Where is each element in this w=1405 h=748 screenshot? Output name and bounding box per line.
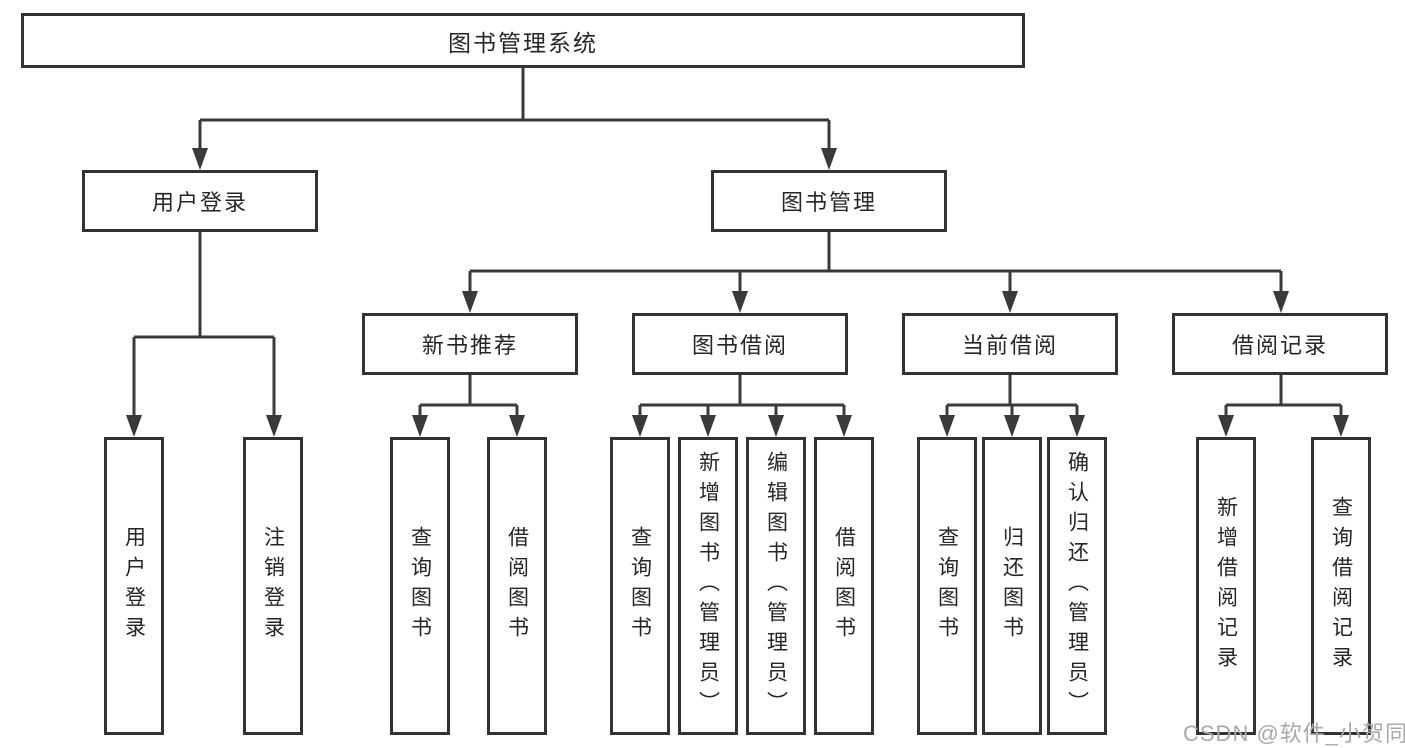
node-label: 确认归还（管理员） — [1065, 451, 1089, 721]
node-label: 新增借阅记录 — [1214, 496, 1238, 676]
node-logout-leaf: 注销登录 — [243, 437, 303, 735]
node-label: 注销登录 — [261, 526, 285, 646]
node-label: 归还图书 — [1000, 526, 1024, 646]
node-label: 图书管理 — [780, 190, 877, 215]
node-label: 查询借阅记录 — [1329, 496, 1353, 676]
node-query-borrow-record-leaf: 查询借阅记录 — [1311, 437, 1371, 735]
node-book-management-module: 图书管理 — [711, 170, 947, 232]
node-new-book-recommend: 新书推荐 — [362, 313, 578, 375]
node-label: 借阅记录 — [1231, 333, 1328, 358]
node-system-root: 图书管理系统 — [21, 13, 1025, 68]
node-edit-book-admin-leaf: 编辑图书（管理员） — [746, 437, 806, 735]
node-borrow-record: 借阅记录 — [1172, 313, 1388, 375]
node-label: 图书借阅 — [691, 333, 788, 358]
node-user-login-leaf: 用户登录 — [104, 437, 164, 735]
node-query-book-leaf-2: 查询图书 — [610, 437, 670, 735]
node-label: 图书管理系统 — [448, 29, 598, 56]
node-label: 查询图书 — [935, 526, 959, 646]
node-label: 新书推荐 — [421, 333, 518, 358]
node-label: 用户登录 — [122, 526, 146, 646]
node-borrow-book-leaf-2: 借阅图书 — [814, 437, 874, 735]
node-user-login-module: 用户登录 — [82, 170, 318, 232]
node-label: 用户登录 — [151, 190, 248, 215]
node-label: 借阅图书 — [505, 526, 529, 646]
node-label: 编辑图书（管理员） — [764, 451, 788, 721]
node-label: 查询图书 — [408, 526, 432, 646]
node-current-borrow: 当前借阅 — [902, 313, 1118, 375]
arrowheads — [126, 148, 1349, 437]
node-label: 查询图书 — [628, 526, 652, 646]
node-add-borrow-record-leaf: 新增借阅记录 — [1196, 437, 1256, 735]
node-query-book-leaf-1: 查询图书 — [390, 437, 450, 735]
node-label: 当前借阅 — [961, 333, 1058, 358]
node-query-book-leaf-3: 查询图书 — [917, 437, 977, 735]
node-label: 新增图书（管理员） — [696, 451, 720, 721]
node-borrow-book-leaf-1: 借阅图书 — [487, 437, 547, 735]
node-confirm-return-admin-leaf: 确认归还（管理员） — [1047, 437, 1107, 735]
csdn-watermark: CSDN @软件_小贺同学 — [1183, 721, 1405, 746]
node-label: 借阅图书 — [832, 526, 856, 646]
node-add-book-admin-leaf: 新增图书（管理员） — [678, 437, 738, 735]
node-return-book-leaf: 归还图书 — [982, 437, 1042, 735]
node-book-borrow: 图书借阅 — [632, 313, 848, 375]
